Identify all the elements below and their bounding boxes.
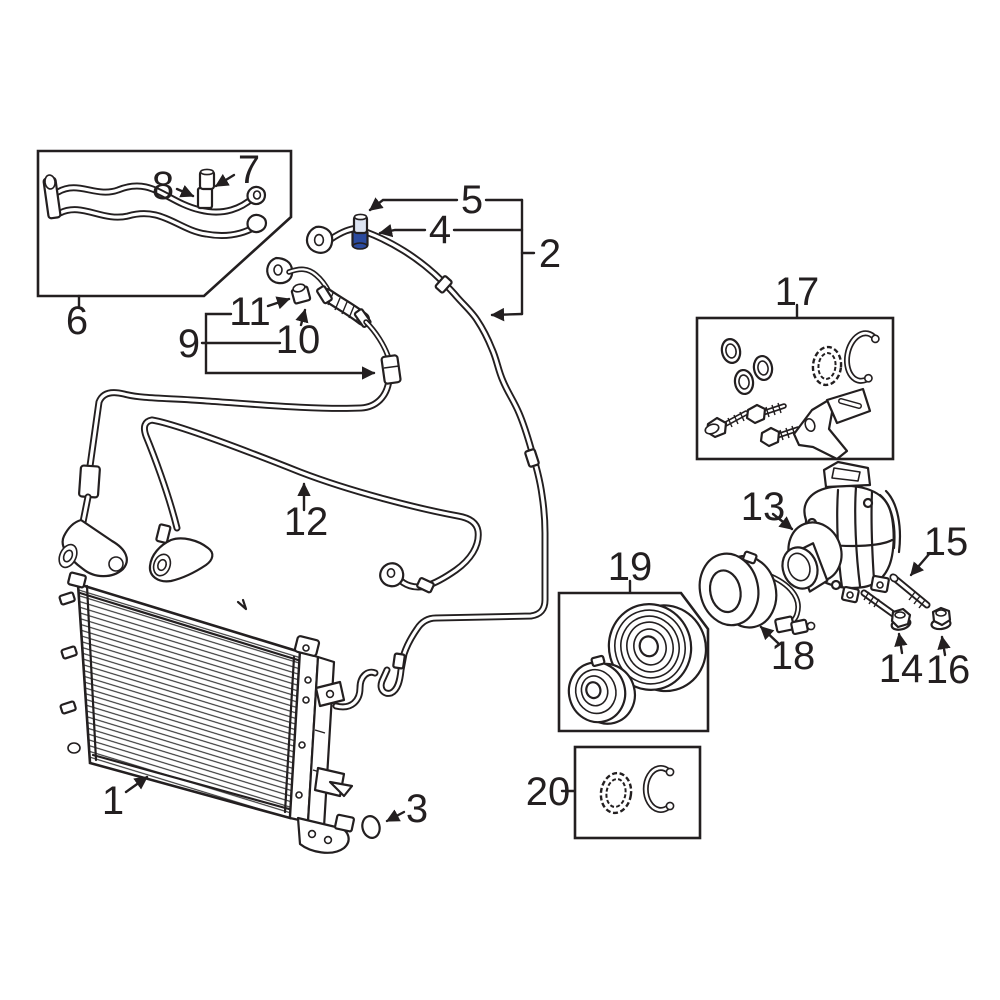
callout-label-18: 18 [771,634,816,678]
bolt-14 [860,589,912,631]
callout-label-20: 20 [526,770,571,814]
callout-label-9: 9 [178,322,200,366]
wavy-gasket [811,345,843,387]
clutch-coil-18 [698,550,816,636]
hose-assembly-12 [141,416,482,594]
stud-15 [889,573,931,609]
nut-16 [930,606,952,631]
pulley-art [607,603,708,693]
callout-label-13: 13 [741,485,786,529]
kit-bolt [704,410,749,439]
callout-label-10: 10 [276,318,321,362]
clutch-kit-19-box [557,591,710,733]
seal-kit-20-box [573,745,702,840]
snap-ring [843,330,880,384]
inlet-hose-art [42,168,268,239]
install-kit-17-box [695,316,895,461]
callout-label-11: 11 [229,290,271,334]
wavy-gasket [599,771,633,815]
leader-lines [77,173,951,823]
callout-label-1: 1 [102,779,124,823]
callout-label-14: 14 [879,647,924,691]
callout-label-5: 5 [461,178,483,222]
hose-assembly-6-box [36,149,293,298]
callout-label-15: 15 [924,520,969,564]
callout-label-6: 6 [66,299,88,343]
snap-ring [642,765,675,813]
hose-assembly-2 [305,213,549,697]
coil-connector [774,615,816,636]
hose-assembly-9 [58,256,402,578]
callout-label-8: 8 [152,164,174,208]
clutch-hub-art [567,654,637,725]
callout-label-19: 19 [608,545,653,589]
service-valve-4-5 [351,213,369,250]
compressor-13 [781,460,902,604]
callout-label-12: 12 [284,500,329,544]
kit-bracket [792,387,872,461]
callout-label-17: 17 [775,270,820,314]
callout-label-4: 4 [429,208,451,252]
condenser-1 [58,571,379,854]
o-ring-3 [361,815,381,839]
valve-8 [196,186,214,210]
hose-9-joint-fitting [380,354,402,385]
callout-label-3: 3 [406,787,428,831]
callout-label-16: 16 [926,648,971,692]
valve-cap-11 [292,283,306,293]
callout-labels: 1 2 3 4 5 6 7 8 9 10 11 12 13 14 15 16 1… [66,148,970,831]
kit-bolt [745,402,787,425]
kit-bolt [759,425,801,448]
callout-label-2: 2 [539,232,561,276]
callout-label-7: 7 [238,148,260,192]
